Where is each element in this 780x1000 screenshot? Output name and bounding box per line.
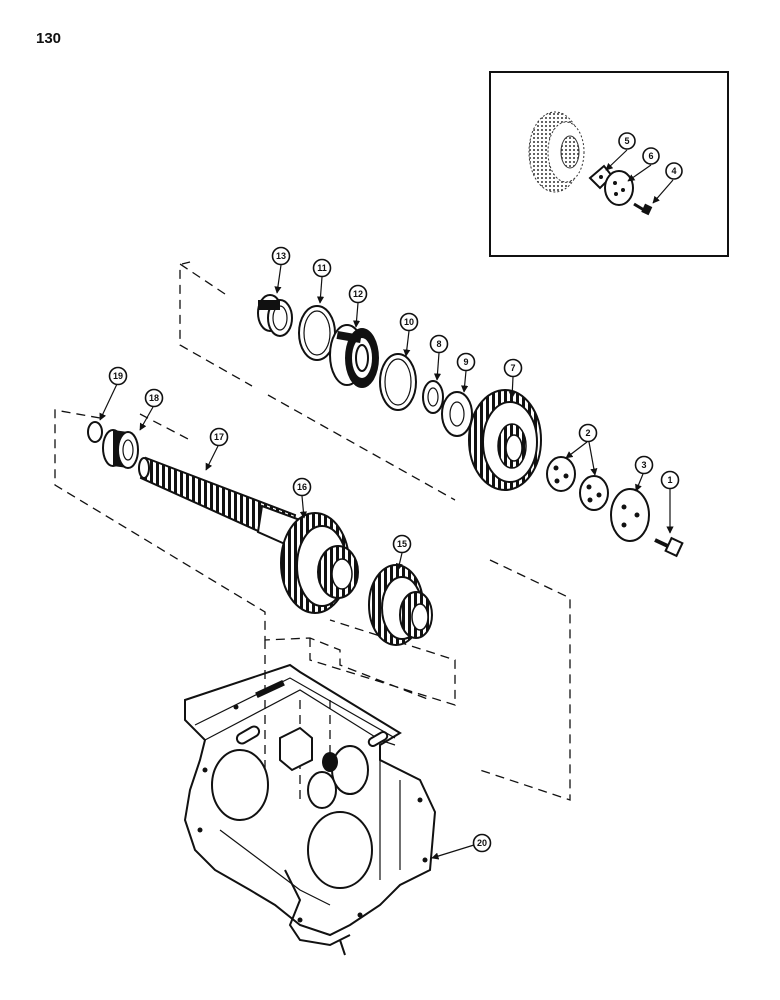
part-9-thrust-washer: [441, 391, 473, 437]
callout-19: 19: [99, 366, 128, 421]
part-1-bolt: [654, 536, 684, 558]
inset-gear: [528, 111, 585, 193]
part-7-gear: [468, 389, 542, 491]
inset-callout-6: 6: [627, 147, 660, 182]
callout-7: 7: [503, 358, 523, 399]
page-number: 130: [36, 30, 62, 47]
callout-12: 12: [348, 284, 368, 328]
inset-part-6-plate: [604, 170, 634, 206]
svg-text:13: 13: [276, 251, 286, 261]
callout-10: 10: [399, 312, 419, 357]
part-3-retainer-plate: [610, 488, 650, 542]
inset-callout-5: 5: [605, 132, 636, 171]
svg-text:20: 20: [477, 838, 487, 848]
svg-text:16: 16: [297, 482, 307, 492]
part-10-snap-ring: [379, 353, 417, 411]
callout-15: 15: [392, 534, 412, 571]
svg-text:1: 1: [667, 475, 672, 485]
callout-18: 18: [139, 388, 164, 431]
callout-16: 16: [292, 477, 312, 519]
inset-part-4-bolt: [633, 202, 653, 216]
part-12-bearing: [329, 324, 379, 388]
callout-13: 13: [271, 246, 291, 294]
upper-assembly-outline: [179, 262, 456, 501]
svg-text:19: 19: [113, 371, 123, 381]
svg-text:17: 17: [214, 432, 224, 442]
callout-17: 17: [205, 427, 229, 471]
part-20-transmission-housing: [183, 663, 437, 956]
part-17-shaft: [138, 456, 302, 550]
callout-11: 11: [312, 258, 332, 304]
callout-20: 20: [431, 833, 492, 860]
svg-text:6: 6: [648, 151, 653, 161]
callout-1: 1: [660, 470, 680, 534]
part-2-lock-plates: [546, 456, 609, 511]
part-8-washer: [422, 380, 444, 414]
inset-box: 5 6 4: [489, 71, 729, 257]
part-16-gear: [280, 512, 359, 614]
part-18-bearing: [102, 429, 139, 469]
svg-text:10: 10: [404, 317, 414, 327]
svg-text:2: 2: [585, 428, 590, 438]
svg-text:3: 3: [641, 460, 646, 470]
svg-text:9: 9: [463, 357, 468, 367]
svg-text:5: 5: [624, 136, 629, 146]
part-19-snap-ring: [87, 421, 103, 443]
callout-8: 8: [429, 334, 449, 381]
part-15-gear: [368, 564, 433, 646]
svg-text:8: 8: [436, 339, 441, 349]
svg-text:18: 18: [149, 393, 159, 403]
svg-text:12: 12: [353, 289, 363, 299]
svg-text:11: 11: [317, 263, 327, 273]
callout-9: 9: [456, 352, 476, 393]
svg-text:7: 7: [510, 363, 515, 373]
callout-2: 2: [565, 423, 598, 476]
part-13-sleeve: [257, 294, 293, 337]
svg-text:15: 15: [397, 539, 407, 549]
inset-callout-4: 4: [652, 162, 683, 204]
svg-text:4: 4: [671, 166, 676, 176]
upper-assembly-outline-top: [181, 261, 191, 265]
callout-3: 3: [634, 455, 654, 492]
